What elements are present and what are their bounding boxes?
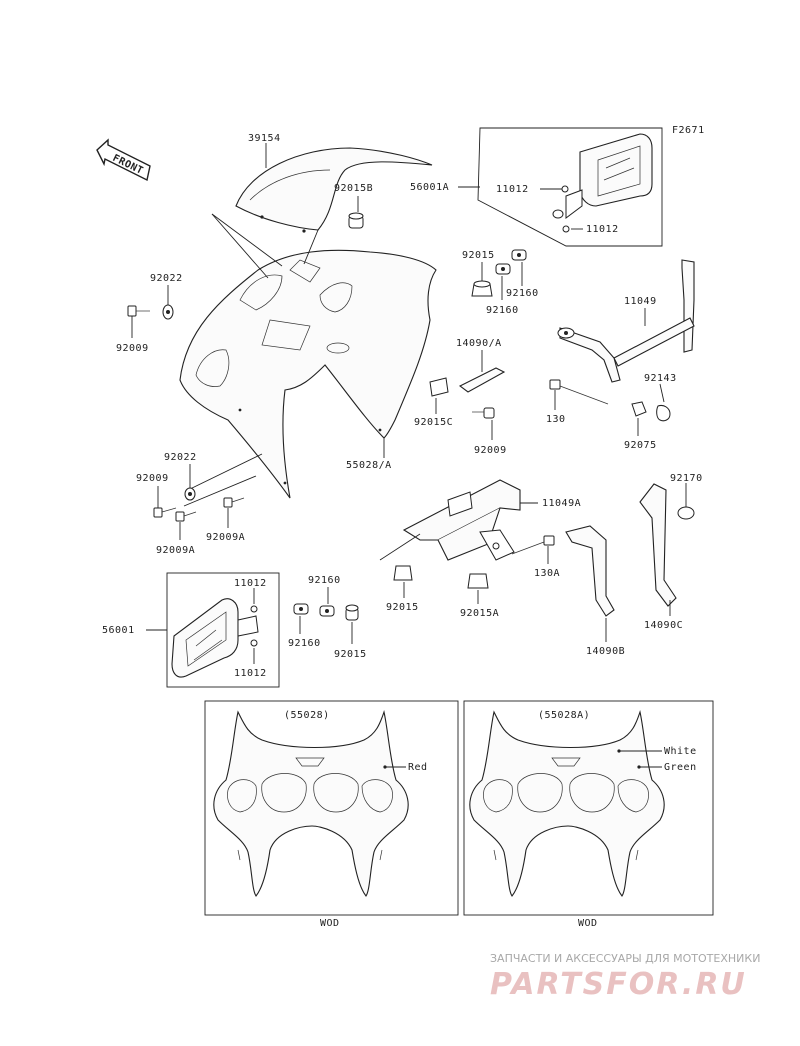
box1-code: WOD [320, 918, 340, 929]
box1-title: (55028) [284, 710, 330, 721]
label-92015-d: 92015 [334, 649, 367, 660]
label-92075: 92075 [624, 440, 657, 451]
cowl-front-view-white-green [469, 709, 665, 897]
box2-code: WOD [578, 918, 598, 929]
label-92009-a: 92009 [116, 343, 149, 354]
figure-code: F2671 [672, 125, 705, 136]
label-92160-b: 92160 [486, 305, 519, 316]
variant-box-55028A [463, 700, 714, 916]
label-11012-l2: 11012 [234, 668, 267, 679]
label-11012-top2: 11012 [586, 224, 619, 235]
damper-part [495, 249, 527, 275]
label-14090A: 14090/A [456, 338, 502, 349]
mirror-left-part [171, 598, 259, 678]
label-11012-top1: 11012 [496, 184, 529, 195]
label-14090C: 14090C [644, 620, 683, 631]
label-92015B: 92015B [334, 183, 373, 194]
label-92015-b: 92015 [462, 250, 495, 261]
bolt-130-part [549, 379, 609, 405]
cowl-front-view-red [213, 709, 409, 897]
label-55028A: 55028/A [346, 460, 392, 471]
label-92160-a: 92160 [506, 288, 539, 299]
bracket-c-part [565, 483, 677, 617]
box2-color1: White [664, 746, 697, 757]
bolt-130A-part [511, 535, 555, 555]
label-11049A: 11049A [542, 498, 581, 509]
label-92015A: 92015A [460, 608, 499, 619]
box2-color2: Green [664, 762, 697, 773]
upper-cowl-part [179, 249, 437, 499]
collar-part [631, 401, 671, 422]
box1-color: Red [408, 762, 428, 773]
watermark-tagline: ЗАПЧАСТИ И АКСЕССУАРЫ ДЛЯ МОТОТЕХНИКИ [490, 952, 760, 965]
windshield-part [235, 147, 433, 233]
label-130: 130 [546, 414, 566, 425]
label-92160-d: 92160 [288, 638, 321, 649]
label-92015C: 92015C [414, 417, 453, 428]
bolt-part [127, 305, 150, 317]
box2-title: (55028A) [538, 710, 590, 721]
stay-part [557, 259, 695, 383]
label-92009-c: 92009 [136, 473, 169, 484]
mirror-right-part [552, 133, 653, 219]
watermark-logo: PARTSFOR.RU [490, 967, 747, 1002]
stay-lower-part [402, 479, 521, 561]
label-130A: 130A [534, 568, 560, 579]
front-arrow-icon: FRONT [96, 138, 151, 182]
label-92022-b: 92022 [164, 452, 197, 463]
label-11012-l1: 11012 [234, 578, 267, 589]
label-39154: 39154 [248, 133, 281, 144]
grommet-part [348, 212, 364, 229]
label-92160-c: 92160 [308, 575, 341, 586]
label-11049: 11049 [624, 296, 657, 307]
label-56001: 56001 [102, 625, 135, 636]
damper-lower-part [293, 603, 359, 621]
label-92170: 92170 [670, 473, 703, 484]
label-92009A: 92009A [156, 545, 195, 556]
label-92143: 92143 [644, 373, 677, 384]
label-14090B: 14090B [586, 646, 625, 657]
label-92022-a: 92022 [150, 273, 183, 284]
label-92009-b: 92009 [474, 445, 507, 456]
label-92015-c: 92015 [386, 602, 419, 613]
nut-part [471, 280, 493, 297]
label-56001A: 56001A [410, 182, 449, 193]
label-92009A-b: 92009A [206, 532, 245, 543]
variant-box-55028 [204, 700, 459, 916]
bracket-part [429, 367, 506, 419]
